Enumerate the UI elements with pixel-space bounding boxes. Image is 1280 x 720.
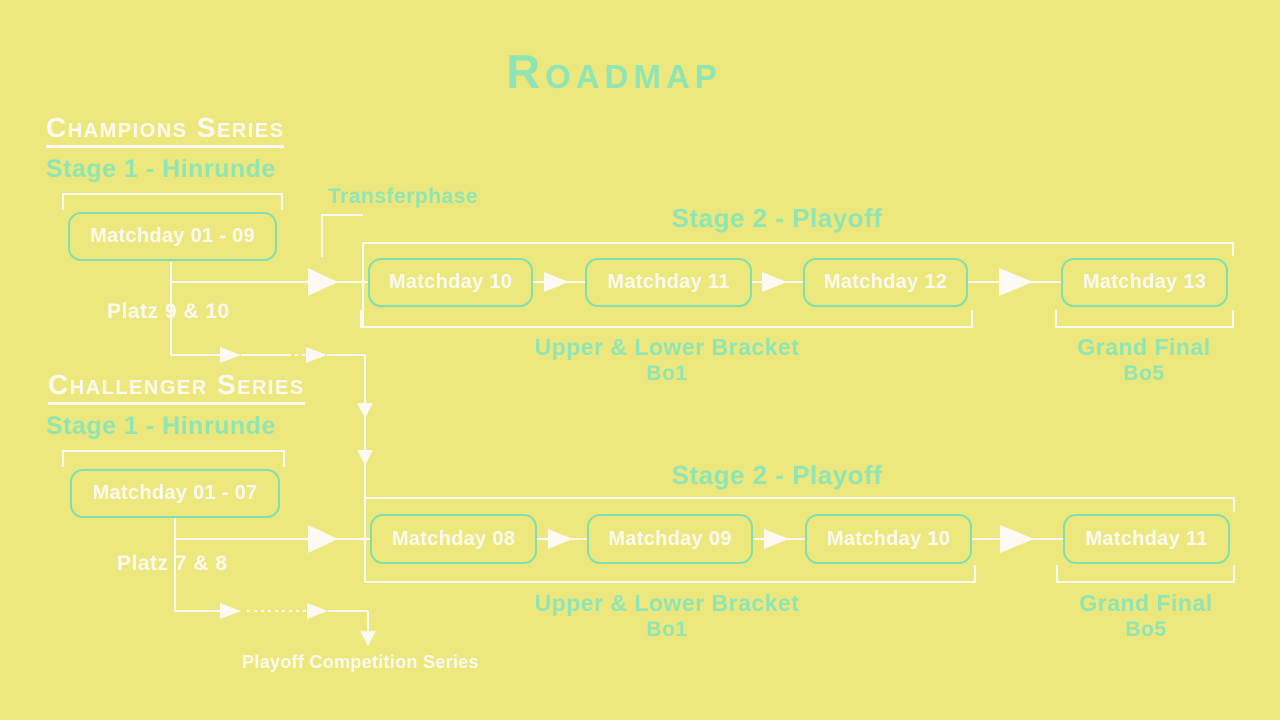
challenger-matchday-box: Matchday 08 bbox=[370, 514, 537, 564]
challenger-bracket-format: Bo1 bbox=[646, 618, 688, 641]
bracket-over-champions-stage2 bbox=[362, 242, 1234, 327]
challenger-final-format: Bo5 bbox=[1125, 618, 1167, 641]
transferphase-label: Transferphase bbox=[328, 185, 479, 208]
challenger-bracket-label: Upper & Lower Bracket bbox=[534, 590, 800, 616]
arrow-right-icon bbox=[764, 529, 789, 549]
arrow-right-icon bbox=[220, 347, 241, 363]
arrow-down-icon bbox=[357, 450, 373, 465]
challenger-series-heading: Challenger Series bbox=[48, 369, 305, 405]
arrow-right-icon bbox=[308, 525, 338, 553]
arrow-right-icon bbox=[544, 272, 569, 292]
bracket-under-champions-bracket bbox=[360, 310, 973, 328]
champions-stage2-heading: Stage 2 - Playoff bbox=[671, 203, 883, 233]
challenger-matchday-box: Matchday 09 bbox=[587, 514, 753, 564]
arrow-down-icon bbox=[357, 403, 373, 418]
champions-series-heading: Champions Series bbox=[46, 112, 285, 148]
challenger-relegation-label: Platz 7 & 8 bbox=[117, 552, 228, 575]
bracket-over-challenger-stage2 bbox=[365, 497, 1235, 512]
arrow-right-icon bbox=[307, 603, 328, 619]
champions-matchday-box: Matchday 10 bbox=[368, 258, 533, 307]
challenger-stage2-heading: Stage 2 - Playoff bbox=[671, 460, 883, 490]
challenger-stage1-label: Stage 1 - Hinrunde bbox=[46, 412, 276, 440]
arrow-right-icon bbox=[308, 268, 338, 296]
challenger-matchday-box: Matchday 10 bbox=[805, 514, 972, 564]
challenger-flow bbox=[62, 450, 1235, 646]
champions-matchday-box: Matchday 11 bbox=[585, 258, 752, 307]
champions-final-label: Grand Final bbox=[1077, 334, 1211, 360]
bracket-under-challenger-final bbox=[1056, 565, 1235, 583]
arrow-right-icon bbox=[306, 347, 327, 363]
challenger-matchday-box: Matchday 11 bbox=[1063, 514, 1230, 564]
bracket-under-champions-final bbox=[1055, 310, 1234, 328]
champions-matchday-box: Matchday 12 bbox=[803, 258, 968, 307]
challenger-final-label: Grand Final bbox=[1079, 590, 1213, 616]
bracket-under-challenger-bracket bbox=[365, 565, 976, 583]
arrow-right-icon bbox=[999, 268, 1033, 296]
bracket-over-champions-stage1 bbox=[62, 193, 283, 210]
champions-flow bbox=[62, 193, 1234, 582]
arrow-right-icon bbox=[220, 603, 241, 619]
playoff-competition-series-label: Playoff Competition Series bbox=[242, 652, 479, 672]
champions-relegation-label: Platz 9 & 10 bbox=[107, 300, 230, 323]
arrow-right-icon bbox=[762, 272, 787, 292]
champions-bracket-label: Upper & Lower Bracket bbox=[534, 334, 800, 360]
page-title: Roadmap bbox=[506, 45, 722, 98]
champions-stage1-matchdays-box: Matchday 01 - 09 bbox=[68, 212, 277, 261]
bracket-over-challenger-stage1 bbox=[62, 450, 285, 467]
champions-final-format: Bo5 bbox=[1123, 362, 1165, 385]
arrow-down-icon bbox=[360, 631, 376, 646]
champions-stage1-label: Stage 1 - Hinrunde bbox=[46, 155, 276, 183]
transferphase-corner bbox=[321, 214, 363, 257]
arrow-right-icon bbox=[1000, 525, 1034, 553]
challenger-stage1-matchdays-box: Matchday 01 - 07 bbox=[70, 469, 280, 518]
champions-bracket-format: Bo1 bbox=[646, 362, 688, 385]
champions-matchday-box: Matchday 13 bbox=[1061, 258, 1228, 307]
arrow-right-icon bbox=[548, 529, 573, 549]
